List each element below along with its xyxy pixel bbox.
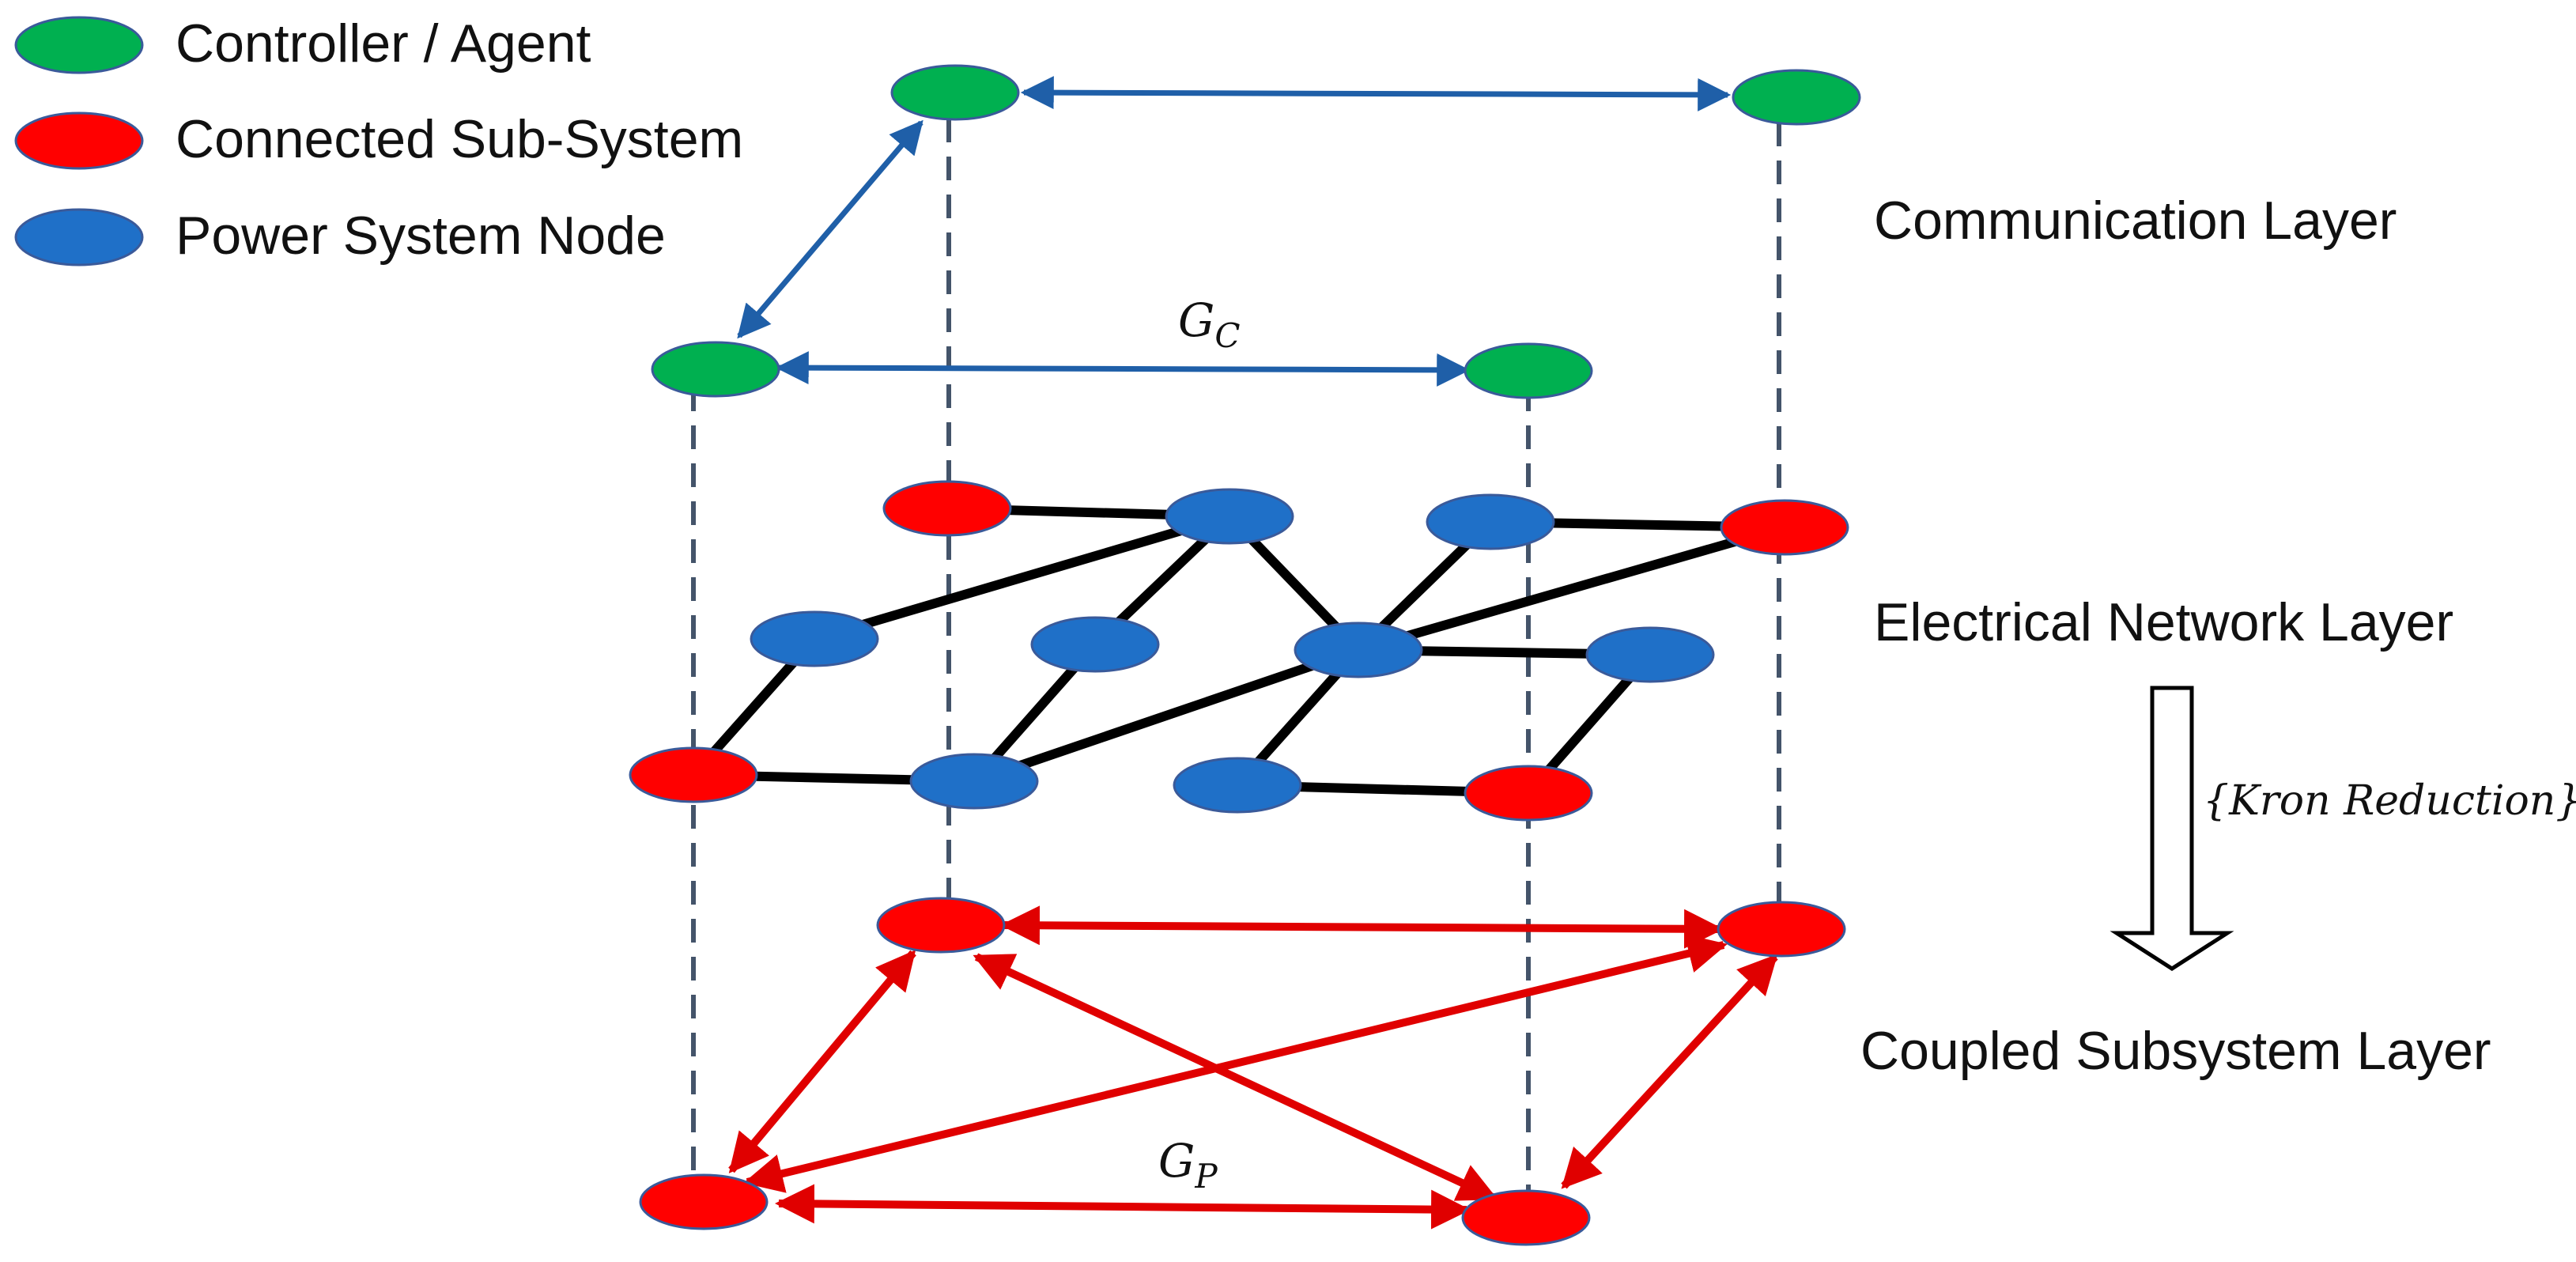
elec-edge: [810, 512, 1234, 644]
subsystem-node: [876, 897, 1006, 954]
power-system-node: [1165, 488, 1294, 545]
communication-nodes: [651, 64, 1861, 399]
subsystem-node: [1464, 765, 1593, 822]
power-system-node: [1426, 493, 1555, 550]
subsystem-node: [629, 746, 758, 803]
coupled-edge-top: [1000, 905, 1724, 949]
elec-edge: [1354, 523, 1789, 655]
electrical-layer-label: Electrical Network Layer: [1874, 592, 2453, 652]
coupled-nodes: [639, 897, 1846, 1246]
legend-power-node-label: Power System Node: [176, 206, 666, 266]
controller-node: [651, 341, 780, 398]
gc-label: GC: [1178, 293, 1240, 355]
power-system-node: [1173, 757, 1302, 814]
controller-node: [1732, 69, 1861, 126]
coupled-edge-diag-1: [973, 953, 1498, 1202]
controller-node: [1464, 342, 1593, 399]
subsystem-node: [882, 480, 1012, 537]
subsystem-node: [639, 1173, 769, 1230]
coupled-edge-diag-2: [743, 934, 1728, 1193]
legend: Controller / Agent Connected Sub-System …: [14, 13, 743, 266]
power-system-node: [750, 610, 879, 667]
controller-node: [890, 64, 1020, 121]
coupled-layer-label: Coupled Subsystem Layer: [1860, 1021, 2491, 1081]
elec-edge: [969, 645, 1363, 786]
legend-controller-label: Controller / Agent: [176, 13, 591, 74]
coupled-edges: [728, 905, 1778, 1230]
kron-reduction-label: {Kron Reduction}: [2203, 777, 2576, 825]
legend-subsystem-swatch: [14, 111, 144, 170]
subsystem-node: [1720, 499, 1849, 556]
comm-edge-bottom: [775, 351, 1471, 387]
legend-subsystem-label: Connected Sub-System: [176, 109, 743, 169]
subsystem-node: [1717, 901, 1846, 958]
power-system-node: [1294, 622, 1423, 678]
gp-label: GP: [1158, 1134, 1218, 1196]
legend-power-node-swatch: [14, 208, 144, 266]
power-system-node: [1585, 626, 1715, 683]
coupled-edge-right: [1561, 954, 1778, 1189]
communication-edges: [737, 76, 1732, 387]
coupled-edge-left: [728, 950, 916, 1173]
coupled-edge-bottom: [775, 1184, 1471, 1230]
communication-layer-label: Communication Layer: [1874, 191, 2397, 251]
electrical-nodes: [629, 480, 1849, 822]
power-system-node: [909, 753, 1039, 810]
power-system-node: [1030, 616, 1160, 673]
legend-controller-swatch: [14, 16, 144, 74]
kron-reduction-arrow: [2110, 686, 2234, 971]
comm-edge-left: [737, 119, 924, 339]
subsystem-node: [1461, 1189, 1591, 1246]
comm-edge-top: [1020, 76, 1732, 111]
